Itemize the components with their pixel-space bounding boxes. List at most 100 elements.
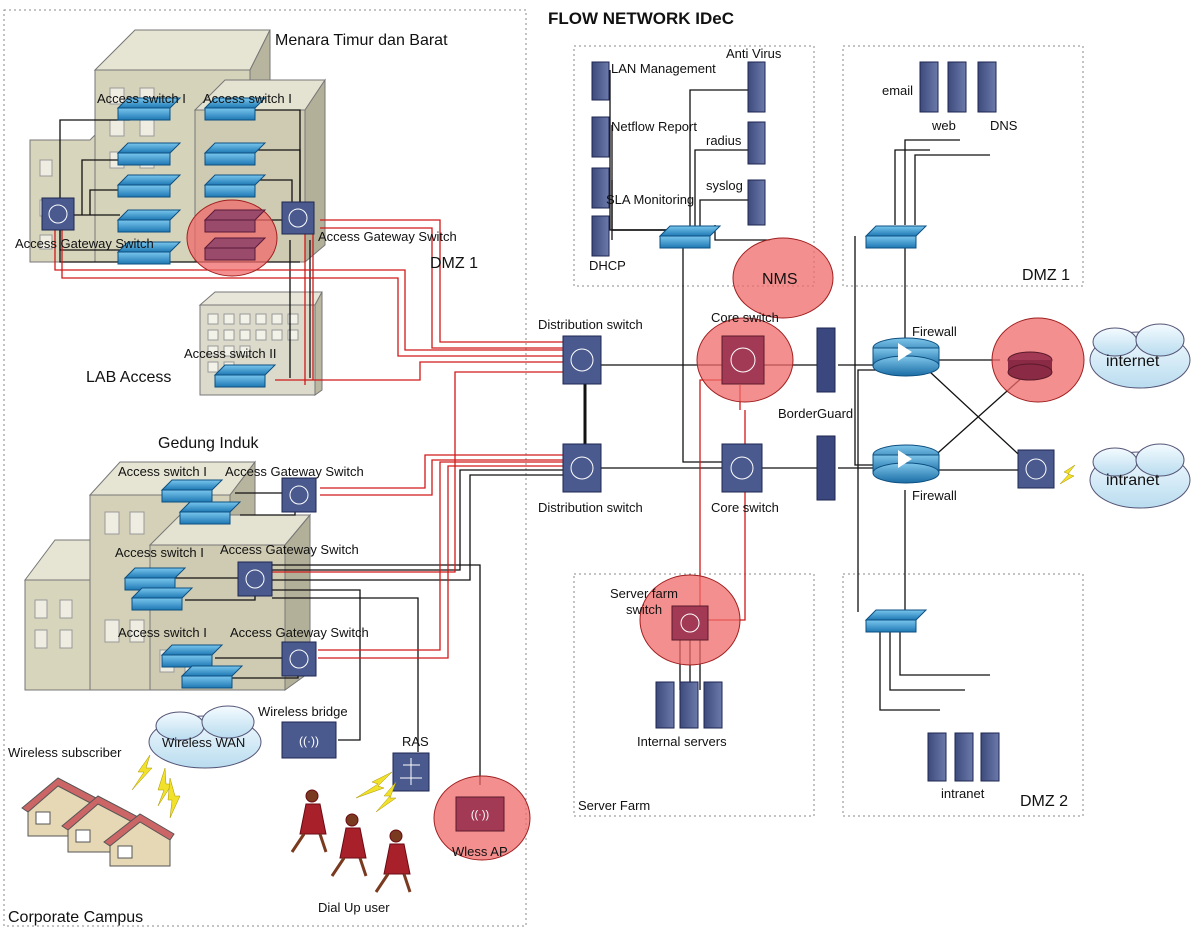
text-labels: FLOW NETWORK IDeC Corporate Campus DMZ 1… [8,9,1160,926]
dmz2-zone [842,573,1084,817]
lightning-icon [131,754,153,791]
intranet-cloud-icon [1089,443,1191,509]
internal-server-icon [679,681,699,729]
servers [591,61,1000,782]
switch-icon [116,174,182,198]
label-wireless-subscriber: Wireless subscriber [8,745,122,760]
highlighted-switches [203,209,267,261]
switch-icon [281,641,317,677]
borderguards [816,327,836,501]
internal-server-icon [703,681,723,729]
building-label-lab: LAB Access [86,369,171,386]
zone-label-corporate: Corporate Campus [8,909,143,926]
label-internal-servers: Internal servers [637,734,727,749]
router-icon [1007,351,1053,381]
dhcp-server-icon [591,215,610,257]
internal-server-icon [655,681,675,729]
switch-icon [203,97,267,121]
lan-management-server-icon [591,61,610,101]
web-server-icon [947,61,967,113]
label-distribution-switch: Distribution switch [538,317,643,332]
label-dial-up: Dial Up user [318,900,390,915]
switch-icon [281,477,317,513]
switch-icon [203,174,267,198]
switch-icon [130,587,194,611]
core-switch-icon [721,443,763,493]
ras-icon [392,752,430,792]
label-email: email [882,83,913,98]
label-web: web [931,118,956,133]
zone-label-dmz1-right: DMZ 1 [1022,267,1070,284]
houses [21,777,175,867]
wless-ap-icon: ((·)) [455,796,505,832]
label-access-switch: Access switch I [118,464,207,479]
intranet-server-icon [980,732,1000,782]
lightning-icon [355,771,393,799]
person-icon [290,789,328,853]
wireless-wan-cloud-icon [148,705,262,769]
switch-icon [116,209,182,233]
label-server-farm-switch: switch [626,602,662,617]
zone-label-dmz2: DMZ 2 [1020,793,1068,810]
switch-icon [116,142,182,166]
label-borderguard: BorderGuard [778,406,853,421]
label-wireless-bridge: Wireless bridge [258,704,348,719]
svg-text:((·)): ((·)) [471,809,489,821]
switch-icon [203,237,267,261]
label-intranet-cloud: intranet [1106,472,1160,489]
red-links [54,219,746,659]
clouds [148,323,1191,769]
label-radius: radius [706,133,742,148]
label-access-gateway: Access Gateway Switch [220,542,359,557]
lightning-icon [167,777,181,819]
label-core-switch: Core switch [711,310,779,325]
lightning-icon [157,767,173,807]
server-farm-switch-icon [671,605,709,641]
borderguard-icon [816,435,836,501]
netflow-server-icon [591,116,610,158]
diagram-title: FLOW NETWORK IDeC [548,9,734,28]
sla-server-icon [591,167,610,209]
switch-icon [237,561,273,597]
firewall-icon [872,337,940,377]
radius-server-icon [747,121,766,165]
dmz1-right-zone [842,45,1084,287]
switch-icon [213,364,277,388]
anti-virus-server-icon [747,61,766,113]
firewalls [872,337,940,484]
switch-icon [116,241,182,265]
nms-highlight [732,237,834,319]
switch-icon [864,609,928,633]
label-wless-ap: Wless AP [452,844,508,859]
core-switch-icon [721,335,765,385]
internet-cloud-icon [1089,323,1191,389]
switch-icon [281,201,315,235]
switch-icon [180,665,244,689]
label-access-gateway: Access Gateway Switch [318,229,457,244]
switch-icon [203,142,267,166]
label-nms: NMS [762,271,798,288]
email-server-icon [919,61,939,113]
server-farm-zone [573,573,815,817]
label-firewall: Firewall [912,488,957,503]
switch-icon [41,197,75,231]
label-dhcp: DHCP [589,258,626,273]
intranet-server-icon [927,732,947,782]
label-wireless-wan: Wireless WAN [162,735,245,750]
zone-label-server-farm: Server Farm [578,798,650,813]
corporate-campus-zone [3,9,527,927]
label-lan-management: LAN Management [611,61,716,76]
lightning-icon [375,781,397,813]
syslog-server-icon [747,179,766,226]
switch-icon [658,225,722,249]
black-links [59,70,1031,785]
label-distribution-switch: Distribution switch [538,500,643,515]
label-access-switch: Access switch I [97,91,186,106]
label-access-switch: Access switch I [118,625,207,640]
switch-icon [178,501,242,525]
label-intranet-servers: intranet [941,786,985,801]
label-access-gateway: Access Gateway Switch [225,464,364,479]
label-server-farm-switch: Server farm [610,586,678,601]
label-access-switch: Access switch I [203,91,292,106]
